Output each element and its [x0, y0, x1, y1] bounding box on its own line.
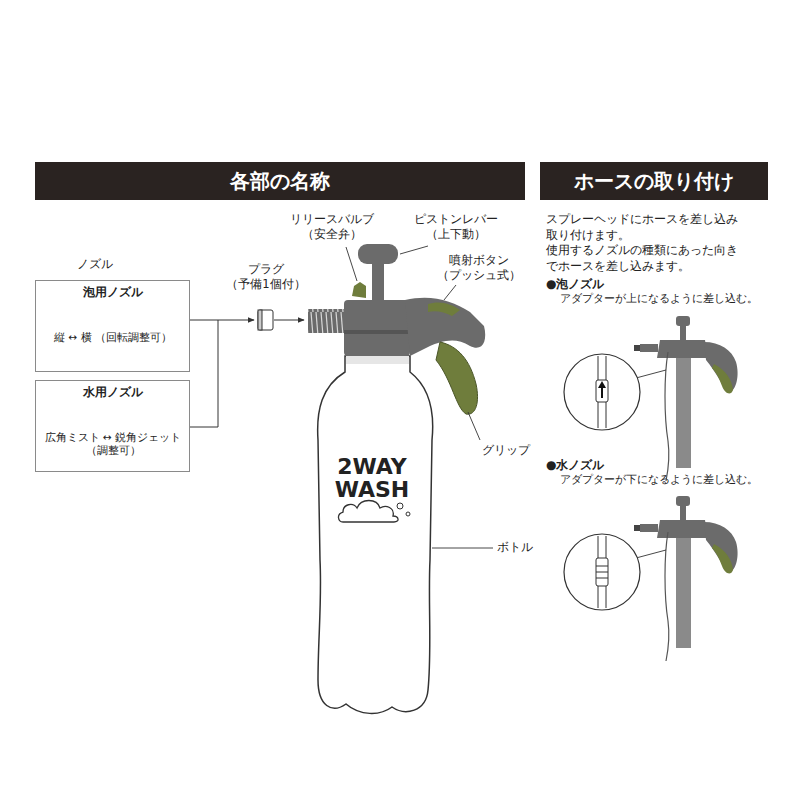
heading-band: 各部の名称 [35, 162, 525, 200]
part-label: グリップ [482, 443, 552, 458]
part-label: 2WAY WASH [330, 455, 414, 501]
bracket-lines [190, 320, 304, 427]
part-label: プラグ （予備1個付） [220, 262, 312, 292]
node-title: 泡用ノズル [39, 285, 186, 301]
part-label: アダプターが上になるように差し込む。 [560, 292, 780, 306]
part-label: ●泡ノズル [546, 277, 746, 293]
node-title: ホースの取り付け [574, 168, 734, 195]
part-label: ノズル [55, 257, 135, 272]
part-label: ●水ノズル [546, 458, 746, 474]
node-title: 水用ノズル [39, 385, 186, 401]
node-text: 広角ミスト ↔ 鋭角ジェット （調整可） [39, 431, 187, 458]
leader-lines [346, 246, 493, 548]
node-text: 縦 ↔ 横 （回転調整可） [39, 331, 187, 345]
sprayer [308, 244, 485, 713]
hose-water-figure [564, 496, 738, 661]
part-label: スプレーヘッドにホースを差し込み 取り付けます。 使用するノズルの種類にあった向… [546, 212, 774, 274]
nozzle-box: 水用ノズル広角ミスト ↔ 鋭角ジェット （調整可） [35, 380, 190, 472]
part-label: 噴射ボタン （プッシュ式） [424, 253, 534, 283]
plug [258, 310, 273, 330]
nozzle-box: 泡用ノズル縦 ↔ 横 （回転調整可） [35, 280, 190, 372]
part-label: リリースバルブ （安全弁） [280, 212, 384, 242]
node-title: 各部の名称 [230, 168, 330, 195]
part-label: ピストンレバー （上下動） [404, 212, 508, 242]
part-label: ボトル [497, 540, 557, 555]
heading-band: ホースの取り付け [540, 162, 768, 200]
part-label: アダプターが下になるように差し込む。 [560, 473, 780, 487]
hose-foam-figure [564, 316, 738, 481]
